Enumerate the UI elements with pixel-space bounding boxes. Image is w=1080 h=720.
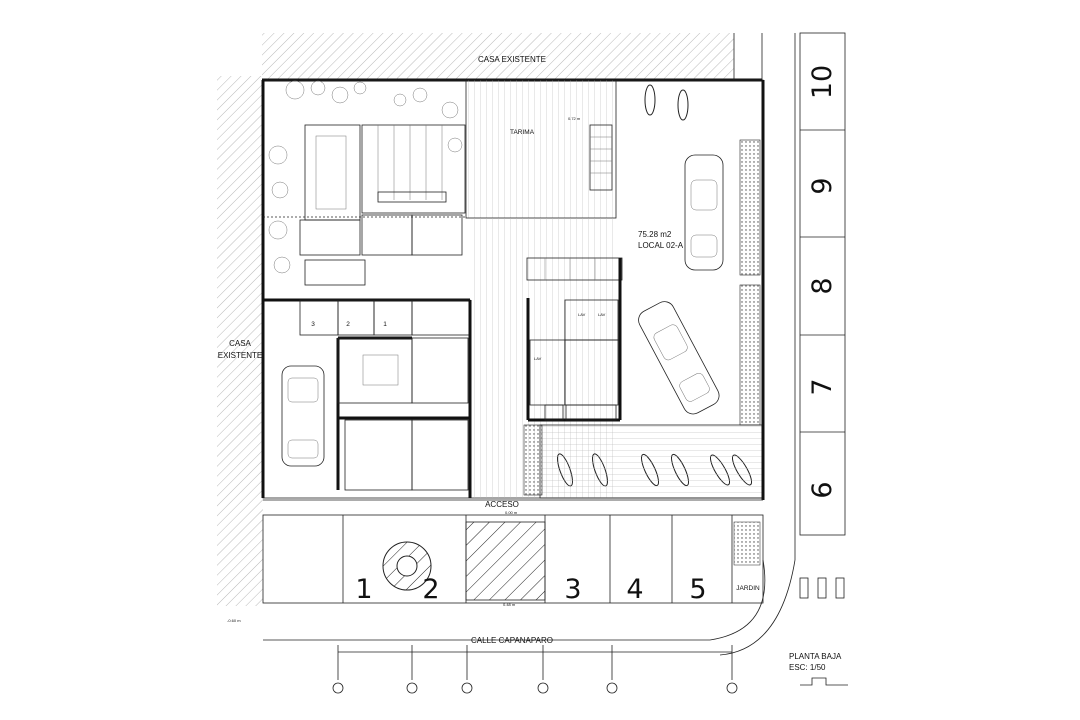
neighbor-left-label-1: CASA: [229, 339, 251, 348]
lav-label-c: LAV: [534, 356, 542, 361]
local-02a-cars: [638, 154, 724, 415]
scale-bar-icon: [800, 677, 848, 686]
round-table-icon: [382, 541, 432, 591]
right-parking-number-6: 6: [807, 481, 838, 498]
front-parking-number-3: 3: [564, 574, 581, 605]
neighbor-hatch-left: [217, 76, 263, 606]
street-level: -0.60 m: [227, 618, 241, 623]
right-parking: [799, 32, 846, 536]
street-label: CALLE CAPANAPARO: [471, 636, 553, 645]
right-parking-number-7: 7: [807, 378, 838, 395]
room-number-1: 1: [383, 321, 387, 328]
ramp-hatch: [465, 521, 546, 601]
car-garage: [281, 365, 325, 467]
sidewalk-level: 0.48 m: [503, 602, 516, 607]
right-parking-number-9: 9: [807, 177, 838, 194]
access-label: ACCESO: [485, 500, 519, 509]
planter-right: [739, 139, 761, 276]
front-parking-number-1: 1: [355, 574, 372, 605]
lav-label-a: LAV: [578, 312, 586, 317]
front-parking-number-4: 4: [626, 574, 643, 605]
tarima-label: TARIMA: [510, 129, 535, 136]
front-parking: [262, 514, 764, 604]
local-area: 75.28 m2: [638, 230, 672, 239]
dimension-line: [332, 645, 738, 694]
neighbor-left-label-2: EXISTENTE: [218, 351, 262, 360]
front-parking-number-2: 2: [422, 574, 439, 605]
local-name: LOCAL 02-A: [638, 241, 684, 250]
access-level: 0.00 m: [505, 510, 518, 515]
courtyard-garden: [268, 80, 463, 274]
room-number-3: 3: [311, 321, 315, 328]
garden-label: JARDIN: [736, 585, 760, 592]
plan-scale: ESC: 1/50: [789, 663, 826, 672]
right-parking-number-10: 10: [807, 65, 838, 99]
lav-label-b: LAV: [598, 312, 606, 317]
tarima-level: 0.72 m: [568, 116, 581, 121]
office-block: [263, 298, 472, 498]
right-parking-number-8: 8: [807, 277, 838, 294]
neighbor-top-label: CASA EXISTENTE: [478, 55, 546, 64]
bar-area: [263, 124, 466, 286]
plan-title: PLANTA BAJA: [789, 652, 842, 661]
neighbor-hatch-top: [262, 33, 734, 80]
front-parking-number-5: 5: [689, 574, 706, 605]
bathroom-block: [526, 257, 623, 422]
room-number-2: 2: [346, 321, 350, 328]
garden-dots: [733, 521, 761, 566]
